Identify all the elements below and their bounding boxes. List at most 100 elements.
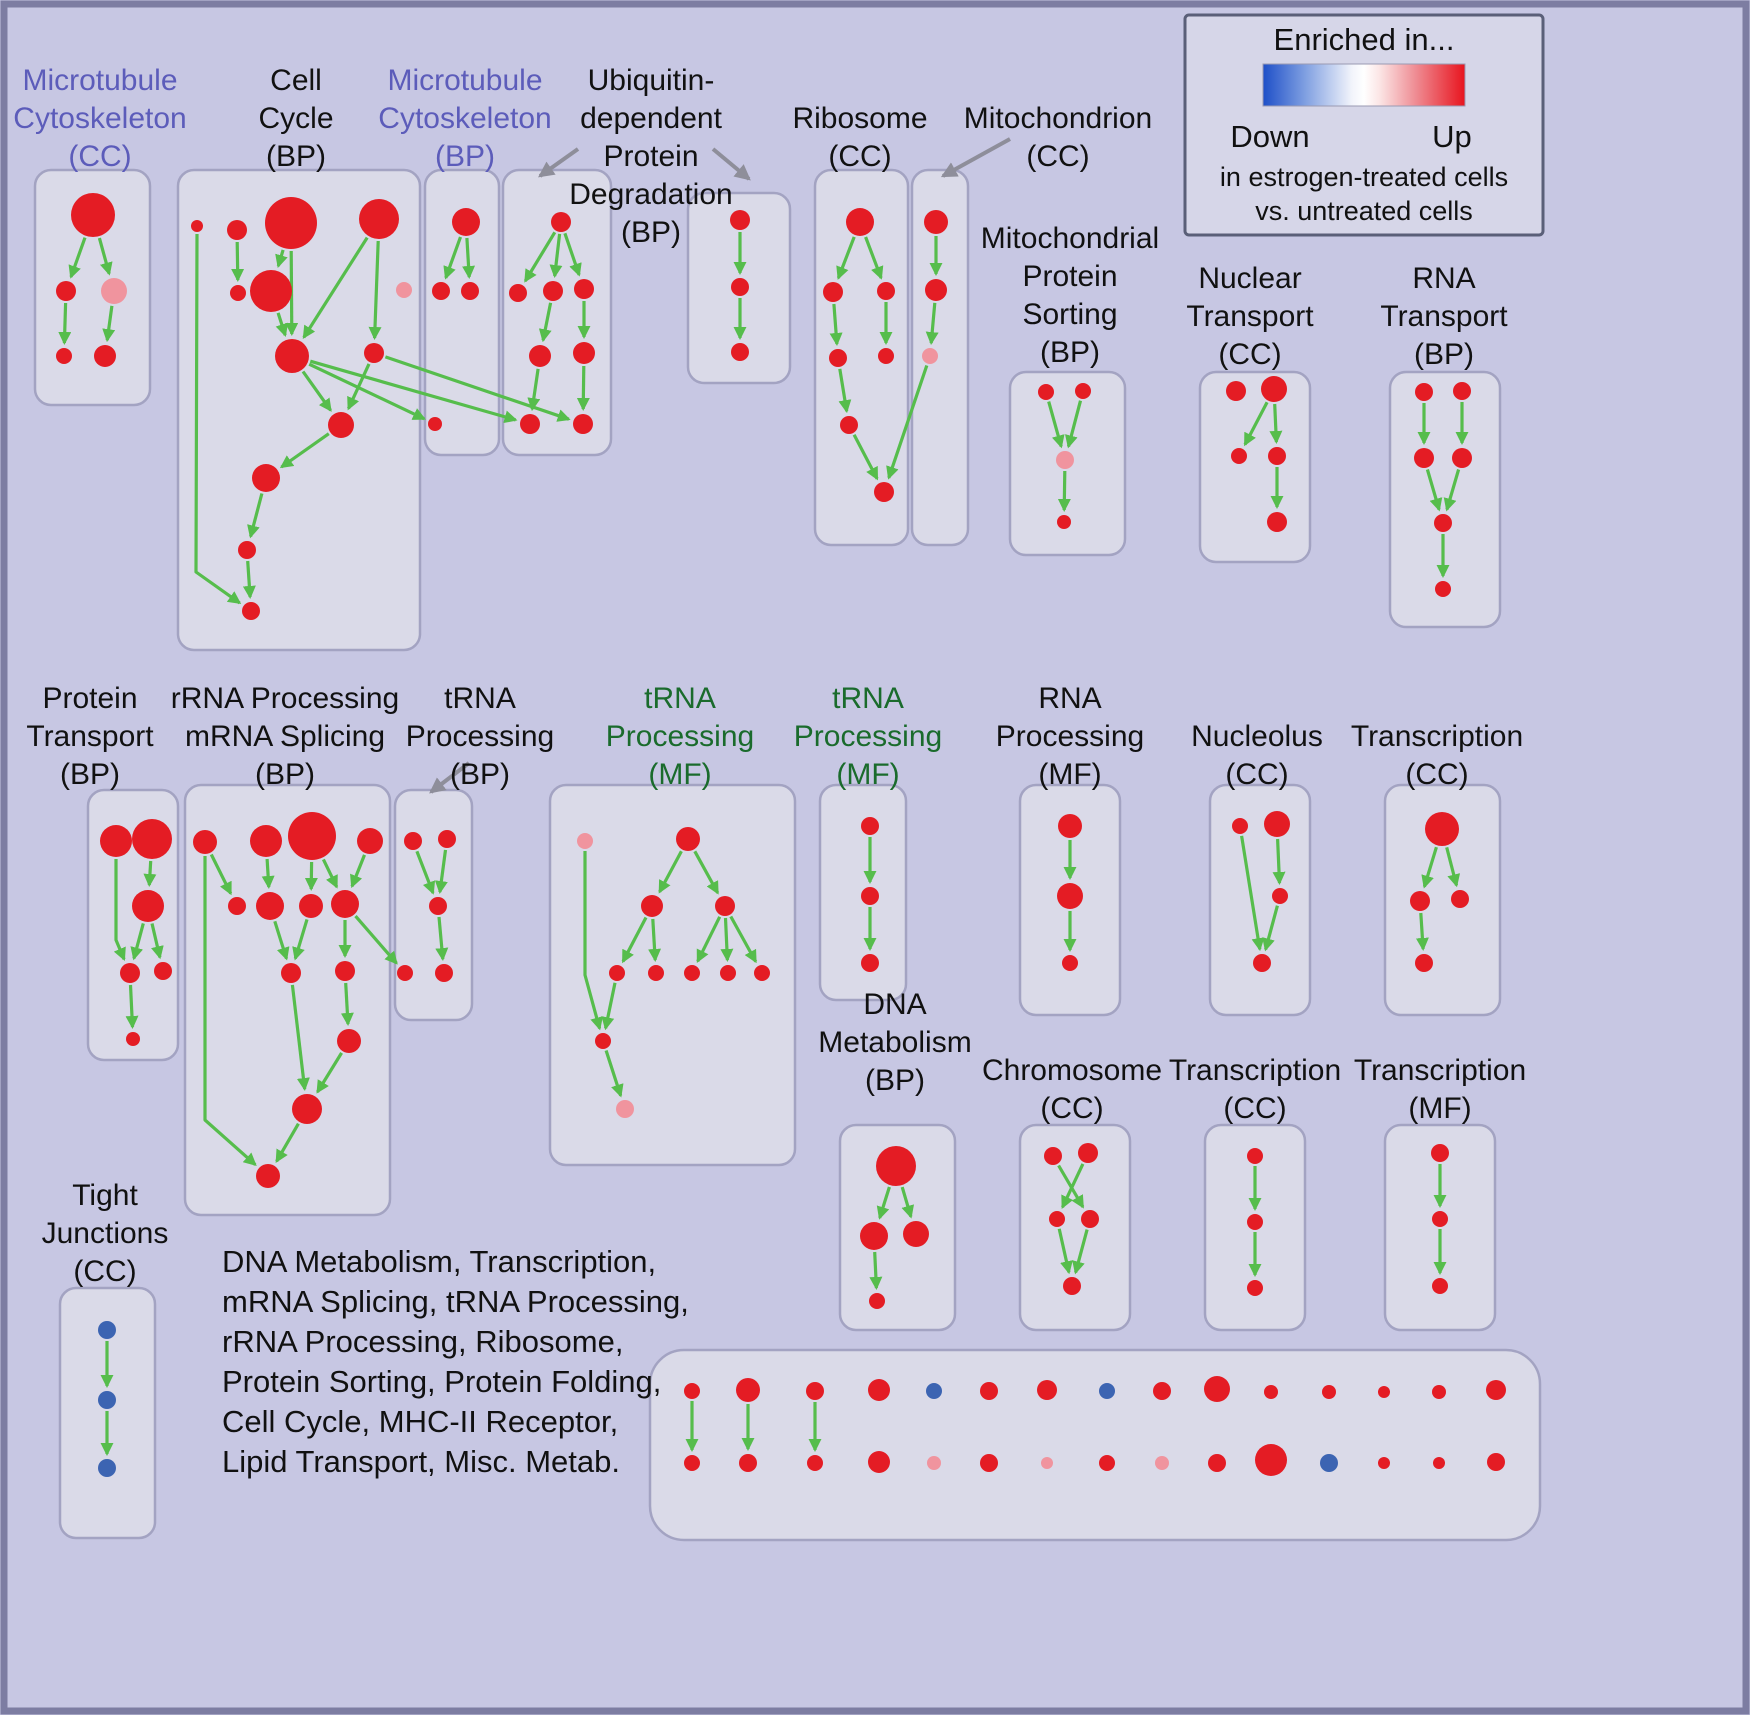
go-term-node-m5 — [435, 964, 453, 982]
edge-q3-q4 — [1262, 905, 1279, 952]
go-term-node-w3 — [98, 1459, 116, 1477]
edge-l12-l13 — [275, 1122, 300, 1163]
go-term-node-a4 — [56, 348, 72, 364]
go-term-node-k6 — [126, 1032, 140, 1046]
edge-k3-k5 — [150, 923, 164, 960]
go-term-node-x14b — [1433, 1457, 1445, 1469]
go-term-node-b8 — [275, 339, 309, 373]
edge-n2-n4 — [693, 850, 720, 895]
go-term-node-x13b — [1378, 1457, 1390, 1469]
edge-d3-d5 — [538, 302, 553, 343]
edge-a1-a2 — [68, 237, 87, 279]
label-pointer-arrow-2 — [711, 147, 751, 181]
go-term-node-f1 — [846, 208, 874, 236]
go-term-node-p2 — [1057, 883, 1083, 909]
label-pointer-arrow-1 — [538, 147, 580, 178]
go-term-node-a2 — [56, 281, 76, 301]
go-term-node-d7 — [520, 414, 540, 434]
go-term-node-x11b — [1255, 1444, 1287, 1476]
go-term-node-t1 — [1044, 1147, 1062, 1165]
edge-g3-f7 — [886, 364, 929, 480]
legend-gradient-bar — [1262, 63, 1466, 107]
go-term-node-l12 — [292, 1094, 322, 1124]
go-term-node-x4t — [868, 1379, 890, 1401]
go-term-node-b11 — [252, 464, 280, 492]
edge-a1-a3 — [97, 237, 113, 276]
go-term-node-j3 — [1414, 448, 1434, 468]
legend-up-label: Up — [1432, 119, 1472, 154]
go-term-node-x8b — [1099, 1455, 1115, 1471]
edge-r1-r2 — [1421, 846, 1438, 889]
go-term-node-k4 — [120, 963, 140, 983]
edge-b6-b8 — [275, 312, 289, 337]
go-term-node-x3t — [806, 1382, 824, 1400]
edge-l1-l5 — [209, 853, 233, 896]
cluster-box-transcription-mf — [1383, 1123, 1497, 1332]
go-term-node-b3 — [265, 197, 317, 249]
go-term-node-f5 — [878, 348, 894, 364]
edge-t2-t3 — [1061, 1163, 1085, 1209]
go-term-node-x14t — [1432, 1385, 1446, 1399]
go-term-node-g1 — [924, 210, 948, 234]
go-term-node-x10t — [1204, 1376, 1230, 1402]
go-term-node-f7 — [874, 482, 894, 502]
go-term-node-x9b — [1155, 1456, 1169, 1470]
go-term-node-b1 — [191, 220, 203, 232]
edge-r1-r3 — [1445, 847, 1461, 888]
go-term-node-b4 — [359, 199, 399, 239]
edge-s1-s3 — [900, 1186, 915, 1219]
legend-down-label: Down — [1230, 119, 1309, 154]
go-term-node-l8 — [331, 890, 359, 918]
edge-s1-s2 — [876, 1186, 891, 1220]
edge-b8-b10 — [301, 370, 332, 412]
go-term-node-b10 — [328, 412, 354, 438]
edge-r2-r4 — [1415, 912, 1429, 951]
go-term-node-q4 — [1253, 954, 1271, 972]
go-term-node-v3 — [1432, 1278, 1448, 1294]
go-term-node-h1 — [1038, 384, 1054, 400]
go-term-node-l2 — [250, 825, 282, 857]
cluster-box-mitochondrion-cc — [910, 168, 970, 547]
edge-l10-l11 — [340, 982, 354, 1026]
go-term-node-x2t — [736, 1378, 760, 1402]
go-term-node-x1b — [684, 1455, 700, 1471]
go-term-node-b7 — [396, 282, 412, 298]
go-term-node-j5 — [1434, 514, 1452, 532]
edge-f6-f7 — [852, 433, 879, 481]
edge-l8-m4 — [354, 915, 398, 965]
edge-b8-c4 — [308, 362, 426, 421]
label-transcription-cc-lower: Transcription(CC) — [1169, 1054, 1341, 1125]
go-term-node-n11 — [616, 1100, 634, 1118]
go-term-node-n3 — [641, 895, 663, 917]
edge-d6-d8 — [576, 365, 590, 411]
go-term-node-b12 — [238, 541, 256, 559]
go-term-node-j6 — [1435, 581, 1451, 597]
edge-l1-l13 — [203, 856, 257, 1166]
go-term-node-u2 — [1247, 1214, 1263, 1230]
go-term-node-a1 — [71, 193, 115, 237]
go-term-node-n5 — [609, 965, 625, 981]
edge-b8-d7 — [309, 359, 518, 424]
go-term-node-r4 — [1415, 954, 1433, 972]
cluster-box-chromosome-cc — [1018, 1123, 1132, 1332]
go-term-node-b5 — [230, 285, 246, 301]
edge-c1-c2 — [443, 236, 463, 280]
edge-t3-t5 — [1057, 1228, 1073, 1275]
go-term-node-p1 — [1058, 814, 1082, 838]
go-term-node-x12t — [1322, 1385, 1336, 1399]
cluster-box-ubiquitin-degradation-bp-1 — [501, 168, 613, 457]
go-term-node-x7t — [1037, 1380, 1057, 1400]
edge-b11-b12 — [247, 493, 264, 539]
go-term-node-d1 — [551, 212, 571, 232]
cluster-box-rrna-processing-mrna-splicing-bp — [183, 783, 392, 1217]
